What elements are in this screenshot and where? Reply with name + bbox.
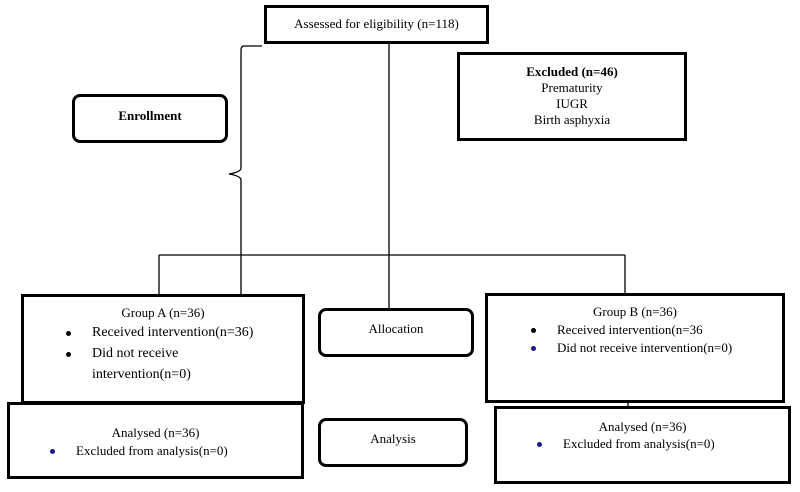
group-b-bullet-received [531, 328, 536, 333]
analysed-a-title: Analysed (n=36) [111, 425, 200, 440]
excluded-item-birth-asphyxia: Birth asphyxia [533, 112, 611, 127]
group-b-not-received: Did not receive intervention(n=0) [557, 340, 733, 355]
group-a-not-received-line1: Did not receive [92, 346, 179, 361]
analysis-label: Analysis [370, 431, 416, 446]
enrollment-bracket [228, 45, 262, 296]
analysed-a-excluded: Excluded from analysis(n=0) [76, 443, 228, 458]
assessed-label: Assessed for eligibility (n=118) [294, 16, 459, 31]
group-b-received: Received intervention(n=36 [557, 322, 703, 337]
enrollment-box: Enrollment [72, 94, 228, 143]
analysed-b-box: Analysed (n=36) Excluded from analysis(n… [494, 406, 791, 484]
analysed-b-excluded: Excluded from analysis(n=0) [563, 436, 715, 451]
analysed-b-title: Analysed (n=36) [598, 419, 687, 434]
group-b-bullet-not-received [531, 346, 536, 351]
assessed-box: Assessed for eligibility (n=118) [264, 5, 489, 44]
group-a-received: Received intervention(n=36) [92, 325, 254, 340]
excluded-title: Excluded (n=46) [526, 64, 618, 79]
group-b-box: Group B (n=36) Received intervention(n=3… [485, 293, 785, 403]
group-a-bullet-received [66, 331, 71, 336]
group-a-box: Group A (n=36) Received intervention(n=3… [21, 294, 305, 404]
excluded-item-prematurity: Prematurity [541, 80, 603, 95]
allocation-label: Allocation [368, 321, 424, 336]
analysed-a-bullet [50, 449, 55, 454]
excluded-box: Excluded (n=46) Prematurity IUGR Birth a… [457, 52, 687, 141]
enrollment-label: Enrollment [118, 108, 182, 123]
group-a-bullet-not-received [66, 352, 71, 357]
analysed-a-box: Analysed (n=36) Excluded from analysis(n… [7, 402, 304, 479]
analysed-b-bullet [537, 442, 542, 447]
group-b-title: Group B (n=36) [593, 304, 677, 319]
analysis-box: Analysis [318, 418, 468, 467]
group-a-title: Group A (n=36) [121, 305, 205, 320]
allocation-box: Allocation [318, 308, 474, 357]
group-a-not-received-line2: intervention(n=0) [92, 367, 191, 382]
excluded-item-iugr: IUGR [556, 96, 588, 111]
